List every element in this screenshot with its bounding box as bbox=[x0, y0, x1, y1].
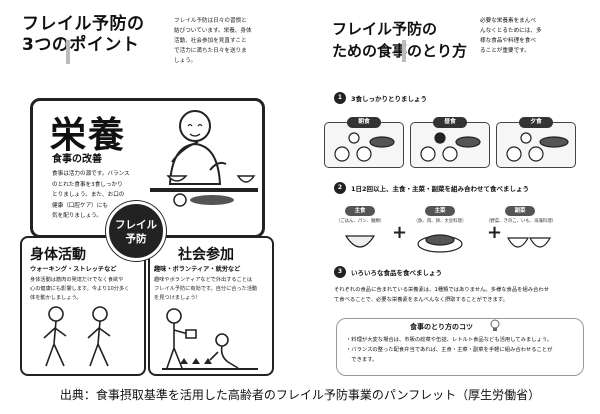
gardening-people-illustration bbox=[162, 308, 258, 370]
intro-line: しょう。 bbox=[174, 58, 197, 64]
point-3: 3 いろいろな食品を食べましょう bbox=[334, 266, 442, 278]
main-dish-label: 主菜 bbox=[425, 206, 455, 216]
nutrition-title: 栄養 bbox=[50, 115, 127, 156]
physical-line: 心の健康にも影響します。今より10分多く bbox=[30, 286, 130, 292]
intro-line: 活動、社会参加を見直すこと bbox=[174, 38, 247, 44]
point-2: 2 1日2回以上、主食・主菜・副菜を組み合わせて食べましょう bbox=[334, 182, 529, 194]
right-title: フレイル予防の ための食事のとり方 bbox=[332, 18, 467, 62]
staple-sub: （ごはん、パン、麺類） bbox=[335, 219, 385, 224]
tips-box bbox=[336, 318, 584, 376]
meal-trays-illustration bbox=[334, 132, 569, 162]
title-accent-bar bbox=[66, 40, 70, 64]
right-page: フレイル予防の ための食事のとり方 必要な栄養素をまんべ んなくとるためには、多… bbox=[300, 0, 600, 382]
nutrition-subtitle: 食事の改善 bbox=[52, 154, 102, 165]
breakfast-label: 朝食 bbox=[347, 117, 381, 128]
badge-line2: 予防 bbox=[125, 233, 147, 245]
nutrition-text: 食事は活力の源です。バランス のとれた食事を3食しっかり とりましょう。また、お… bbox=[52, 169, 144, 222]
walking-people-illustration bbox=[43, 306, 111, 367]
frail-prevention-badge: フレイル 予防 bbox=[106, 201, 166, 261]
source-caption: 出典：食事摂取基準を活用した高齢者のフレイル予防事業のパンフレット（厚生労働省） bbox=[59, 388, 541, 402]
physical-title: 身体活動 bbox=[30, 247, 86, 263]
physical-line: 体を動かしましょう。 bbox=[30, 295, 82, 301]
eating-person-illustration bbox=[150, 110, 258, 207]
badge-line1: フレイル bbox=[115, 219, 157, 231]
physical-text: 身体活動は筋肉の発達だけでなく食欲や 心の健康にも影響します。今より10分多く … bbox=[30, 276, 129, 303]
nutrition-line: とりましょう。また、お口の bbox=[52, 192, 125, 198]
point-2-text: 1日2回以上、主食・主菜・副菜を組み合わせて食べましょう bbox=[351, 185, 530, 193]
main-dish-sub: （魚、肉、卵、大豆料理） bbox=[413, 219, 467, 224]
side-dish-sub: （野菜、きのこ、いも、海藻料理） bbox=[486, 219, 557, 224]
side-dish-label: 副菜 bbox=[505, 206, 535, 216]
social-line: を見つけましょう！ bbox=[154, 295, 201, 301]
left-title-line2: 3つのポイント bbox=[22, 35, 140, 55]
nutrition-line: 気を配りましょう。 bbox=[52, 213, 103, 219]
title-accent-bar bbox=[402, 40, 406, 62]
lunch-label: 昼食 bbox=[433, 117, 467, 128]
dish-bowls-illustration bbox=[344, 234, 552, 253]
point-2-badge: 2 bbox=[334, 182, 346, 194]
plus-sign: + bbox=[392, 222, 408, 243]
point-3-badge: 3 bbox=[334, 266, 346, 278]
nutrition-line: 食事は活力の源です。バランス bbox=[52, 171, 130, 177]
intro-line: フレイル予防は日々の習慣と bbox=[174, 18, 247, 24]
intro-line: ることが重要です。 bbox=[480, 48, 530, 54]
dinner-label: 夕食 bbox=[519, 117, 553, 128]
social-line: 趣味やボランティアなどで外出することは bbox=[154, 277, 253, 283]
intro-line: んなくとるためには、多 bbox=[480, 28, 542, 34]
intro-line: 結びついています。栄養、身体 bbox=[174, 28, 252, 34]
point-1: 1 3食しっかりとりましょう bbox=[334, 92, 427, 104]
nutrition-line: 健康（口腔ケア）にも bbox=[52, 202, 108, 209]
left-intro: フレイル予防は日々の習慣と 結びついています。栄養、身体 活動、社会参加を見直す… bbox=[174, 16, 284, 66]
social-subtitle: 趣味・ボランティア・就労など bbox=[154, 266, 241, 273]
physical-line: 身体活動は筋肉の発達だけでなく食欲や bbox=[30, 277, 124, 283]
intro-line: 必要な栄養素をまんべ bbox=[480, 18, 536, 24]
point-1-text: 3食しっかりとりましょう bbox=[351, 95, 428, 103]
social-title: 社会参加 bbox=[178, 247, 234, 263]
left-title: フレイル予防の 3つのポイント bbox=[22, 14, 145, 56]
left-page: フレイル予防の 3つのポイント フレイル予防は日々の習慣と 結びついています。栄… bbox=[0, 0, 300, 382]
staple-label: 主食 bbox=[345, 206, 375, 216]
right-intro: 必要な栄養素をまんべ んなくとるためには、多 様な食品や料理を食べ ることが重要… bbox=[480, 16, 590, 56]
physical-subtitle: ウォーキング・ストレッチなど bbox=[30, 266, 117, 273]
intro-line: で活力に満ちた日々を送りま bbox=[174, 48, 247, 54]
lightbulb-icon bbox=[490, 319, 500, 331]
social-line: フレイル予防に有効です。自分に合った活動 bbox=[154, 286, 258, 292]
tip-line: ・バランスの整った配食弁当であれば、主食・主菜・副菜を手軽に組み合わせることが bbox=[346, 347, 553, 353]
variety-line: それぞれの食品に含まれている栄養素は、1種類ではありません。多様な食品を組み合わ… bbox=[334, 287, 549, 293]
physical-panel bbox=[20, 236, 146, 376]
nutrition-line: のとれた食事を3食しっかり bbox=[52, 181, 123, 188]
tips-title: 食事のとり方のコツ bbox=[410, 323, 473, 331]
social-panel bbox=[148, 236, 274, 376]
right-title-line1: フレイル予防の bbox=[332, 20, 438, 38]
variety-text: それぞれの食品に含まれている栄養素は、1種類ではありません。多様な食品を組み合わ… bbox=[334, 286, 584, 305]
social-text: 趣味やボランティアなどで外出することは フレイル予防に有効です。自分に合った活動… bbox=[154, 276, 257, 303]
intro-line: 様な食品や料理を食べ bbox=[480, 38, 536, 44]
right-title-line2: ための食事のとり方 bbox=[332, 42, 468, 60]
tip-line: できます。 bbox=[346, 357, 378, 363]
tip-line: ・料理が大変な場合は、市販の総菜や缶詰、レトルト食品なども活用してみましょう。 bbox=[346, 337, 553, 343]
variety-line: て食べることで、必要な栄養素をまんべんなく摂取することができます。 bbox=[334, 296, 508, 303]
plus-sign: + bbox=[487, 222, 503, 243]
point-1-badge: 1 bbox=[334, 92, 346, 104]
point-3-text: いろいろな食品を食べましょう bbox=[351, 269, 442, 277]
left-title-line1: フレイル予防の bbox=[22, 14, 145, 34]
